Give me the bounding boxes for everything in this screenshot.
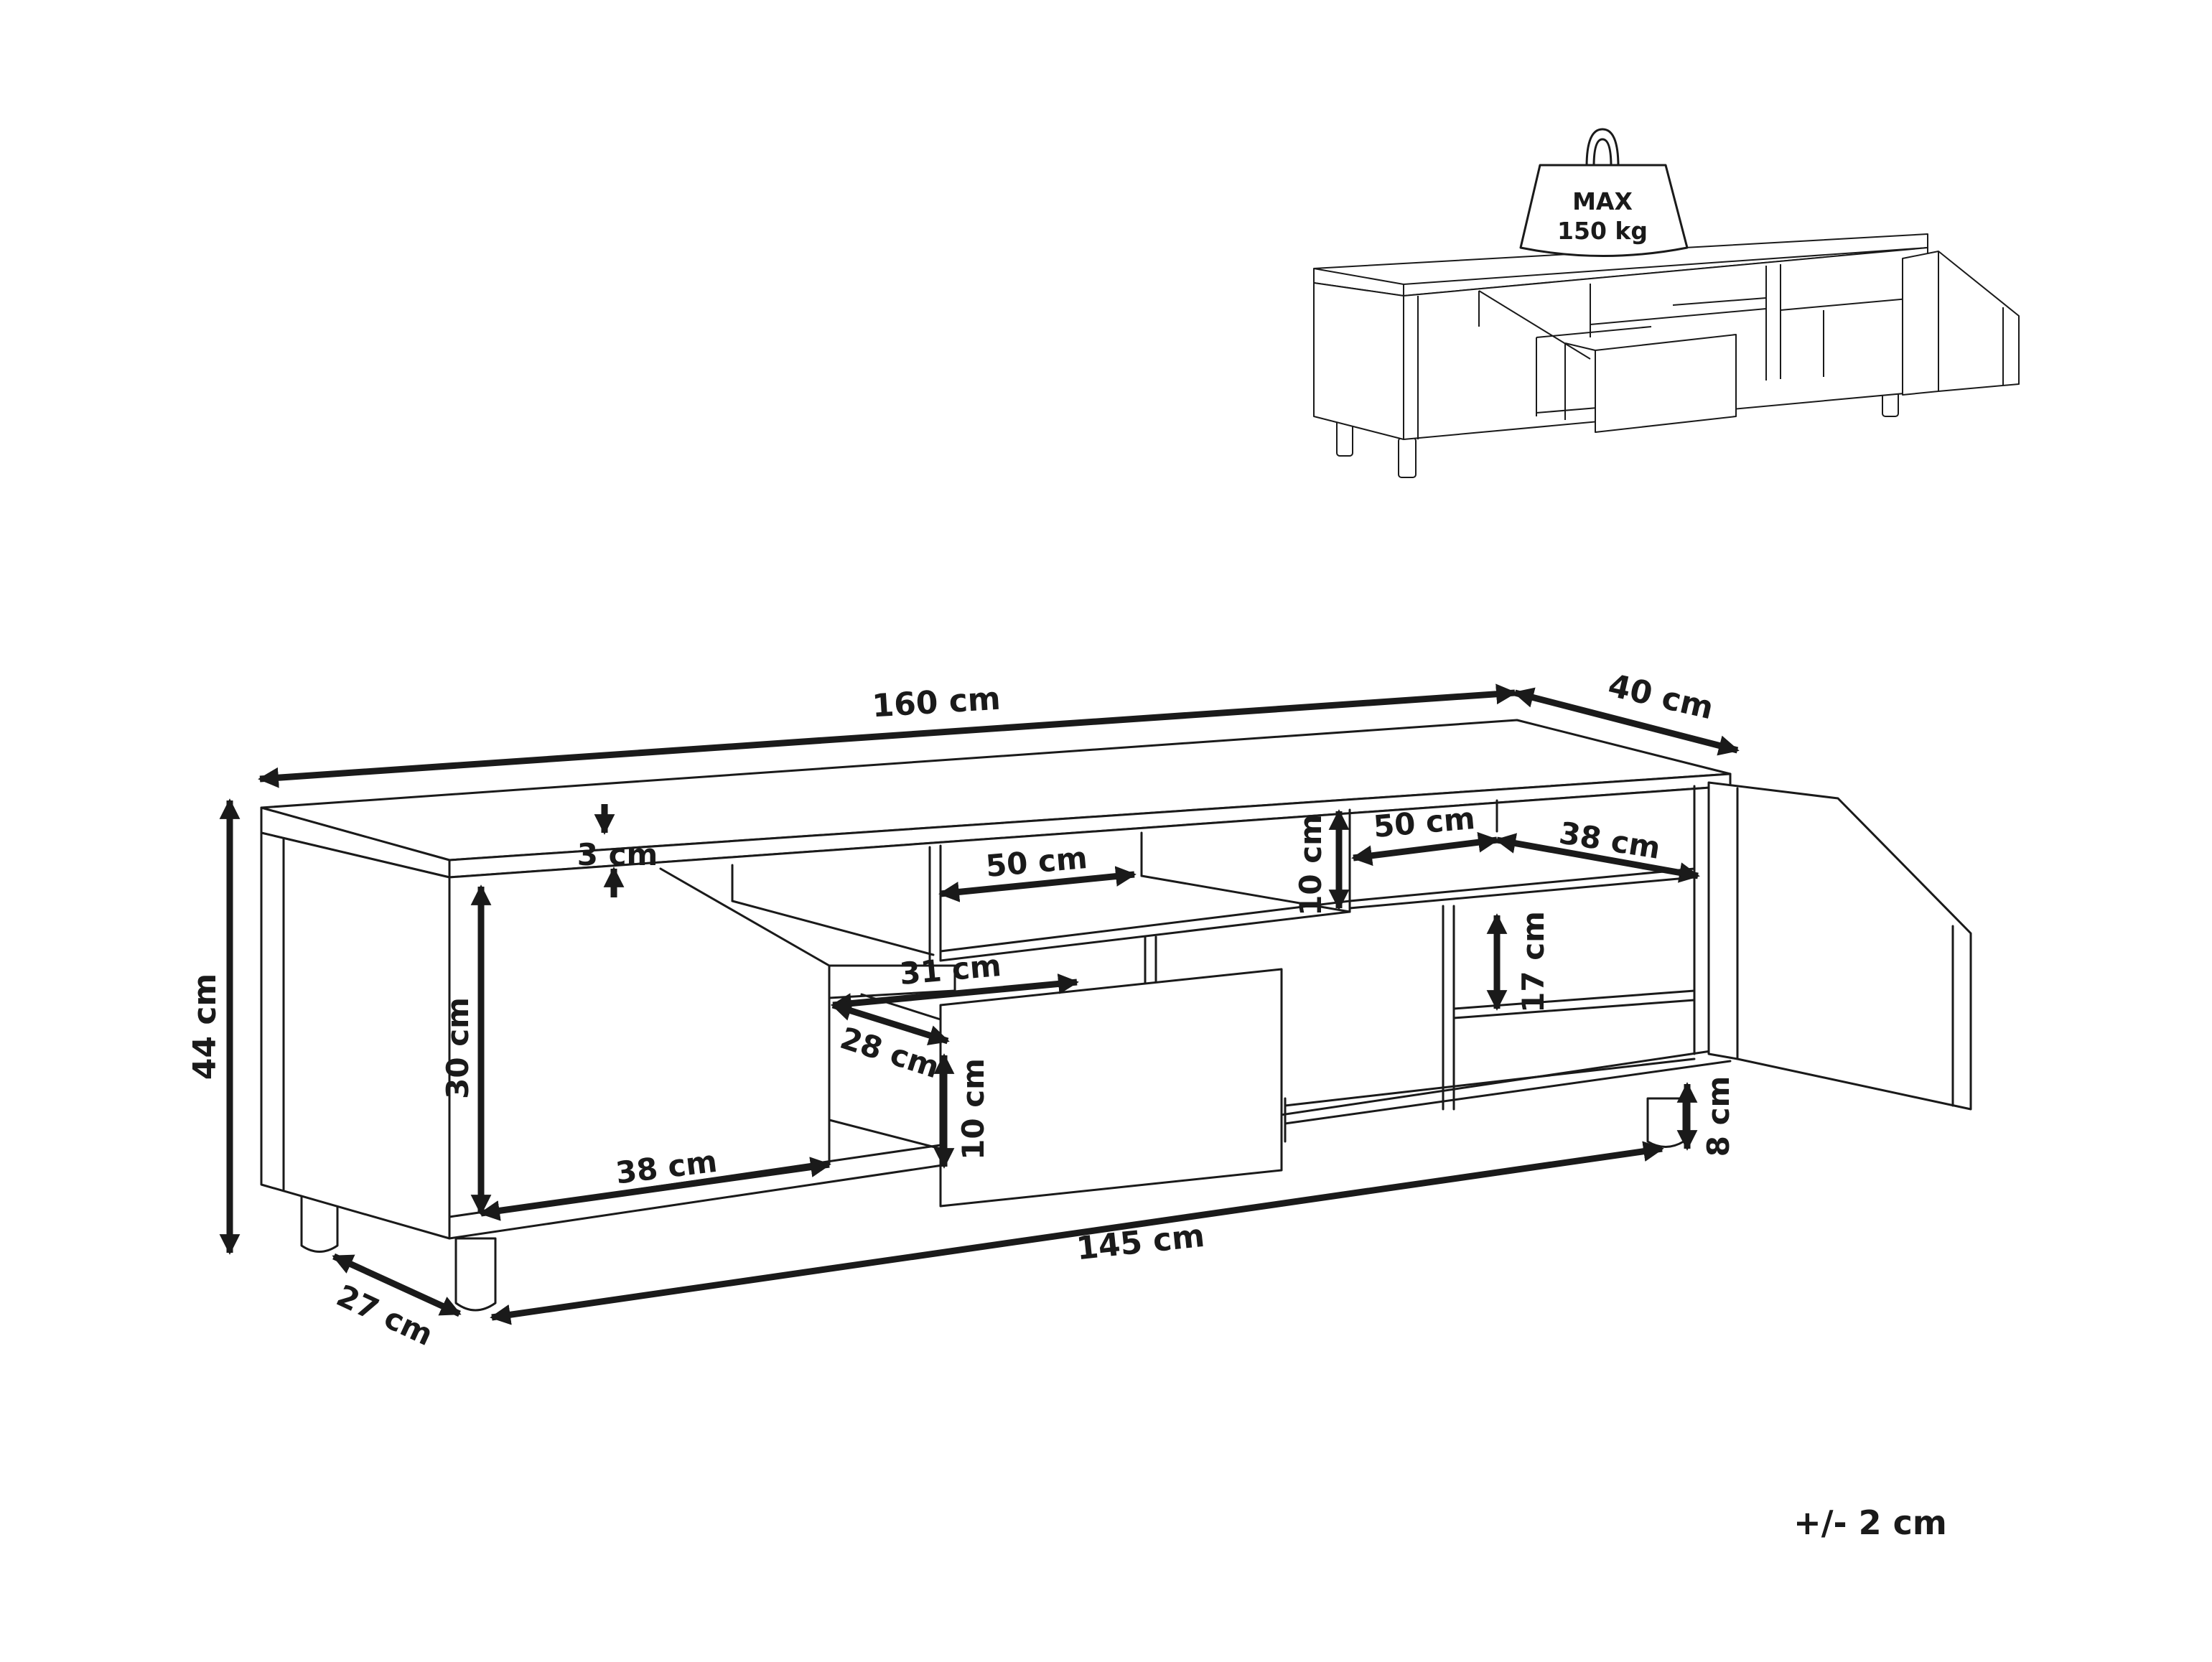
- label-total-height: 44 cm: [187, 974, 223, 1080]
- leg-front-right: [1646, 1097, 1685, 1148]
- arrow-total-depth: [1513, 687, 1740, 756]
- weight-icon: [1519, 164, 1689, 257]
- label-leg-height: 8 cm: [1701, 1076, 1736, 1157]
- label-leg-spacing: 145 cm: [1075, 1218, 1206, 1267]
- leg-front-left: [454, 1237, 497, 1312]
- label-left-compartment-height: 30 cm: [440, 997, 475, 1099]
- label-top-thickness: 3 cm: [577, 837, 658, 872]
- arrow-middle-shelf-width: [938, 866, 1137, 902]
- weight-badge-line2: 150 kg: [1557, 217, 1648, 245]
- label-right-compartment-height: 17 cm: [1516, 911, 1551, 1013]
- open-door: [1707, 781, 1972, 1111]
- arrow-drawer-inner-depth: [831, 1000, 950, 1046]
- label-leg-depth: 27 cm: [332, 1278, 439, 1353]
- left-side-panel: [260, 831, 451, 1240]
- preview-left-side: [1313, 282, 1404, 440]
- main-illustration: [260, 719, 1972, 1312]
- preview-drawer: [1595, 334, 1737, 433]
- tolerance-note: +/- 2 cm: [1793, 1503, 1947, 1542]
- leg-back-left: [300, 1190, 339, 1253]
- label-right-top-shelf-height: 10 cm: [1293, 814, 1328, 916]
- weight-badge-line1: MAX: [1572, 187, 1633, 215]
- dimension-arrows: [219, 683, 1740, 1325]
- arrow-right-top-shelf-width: [1351, 831, 1499, 867]
- preview-open-door: [1902, 251, 2020, 396]
- label-drawer-front-height: 10 cm: [956, 1058, 991, 1160]
- drawer-front: [939, 968, 1283, 1208]
- label-total-width: 160 cm: [871, 681, 1002, 725]
- arrow-right-compartment-width: [1495, 833, 1700, 883]
- arrow-total-width: [258, 683, 1517, 788]
- preview-leg-front-left: [1398, 437, 1417, 478]
- weight-handle-icon: [1585, 128, 1620, 168]
- arrow-leg-depth: [332, 1253, 462, 1317]
- arrow-leg-spacing: [490, 1141, 1664, 1325]
- preview-illustration: MAX 150 kg: [1313, 128, 2020, 478]
- weight-limit-badge: MAX 150 kg: [1519, 128, 1689, 257]
